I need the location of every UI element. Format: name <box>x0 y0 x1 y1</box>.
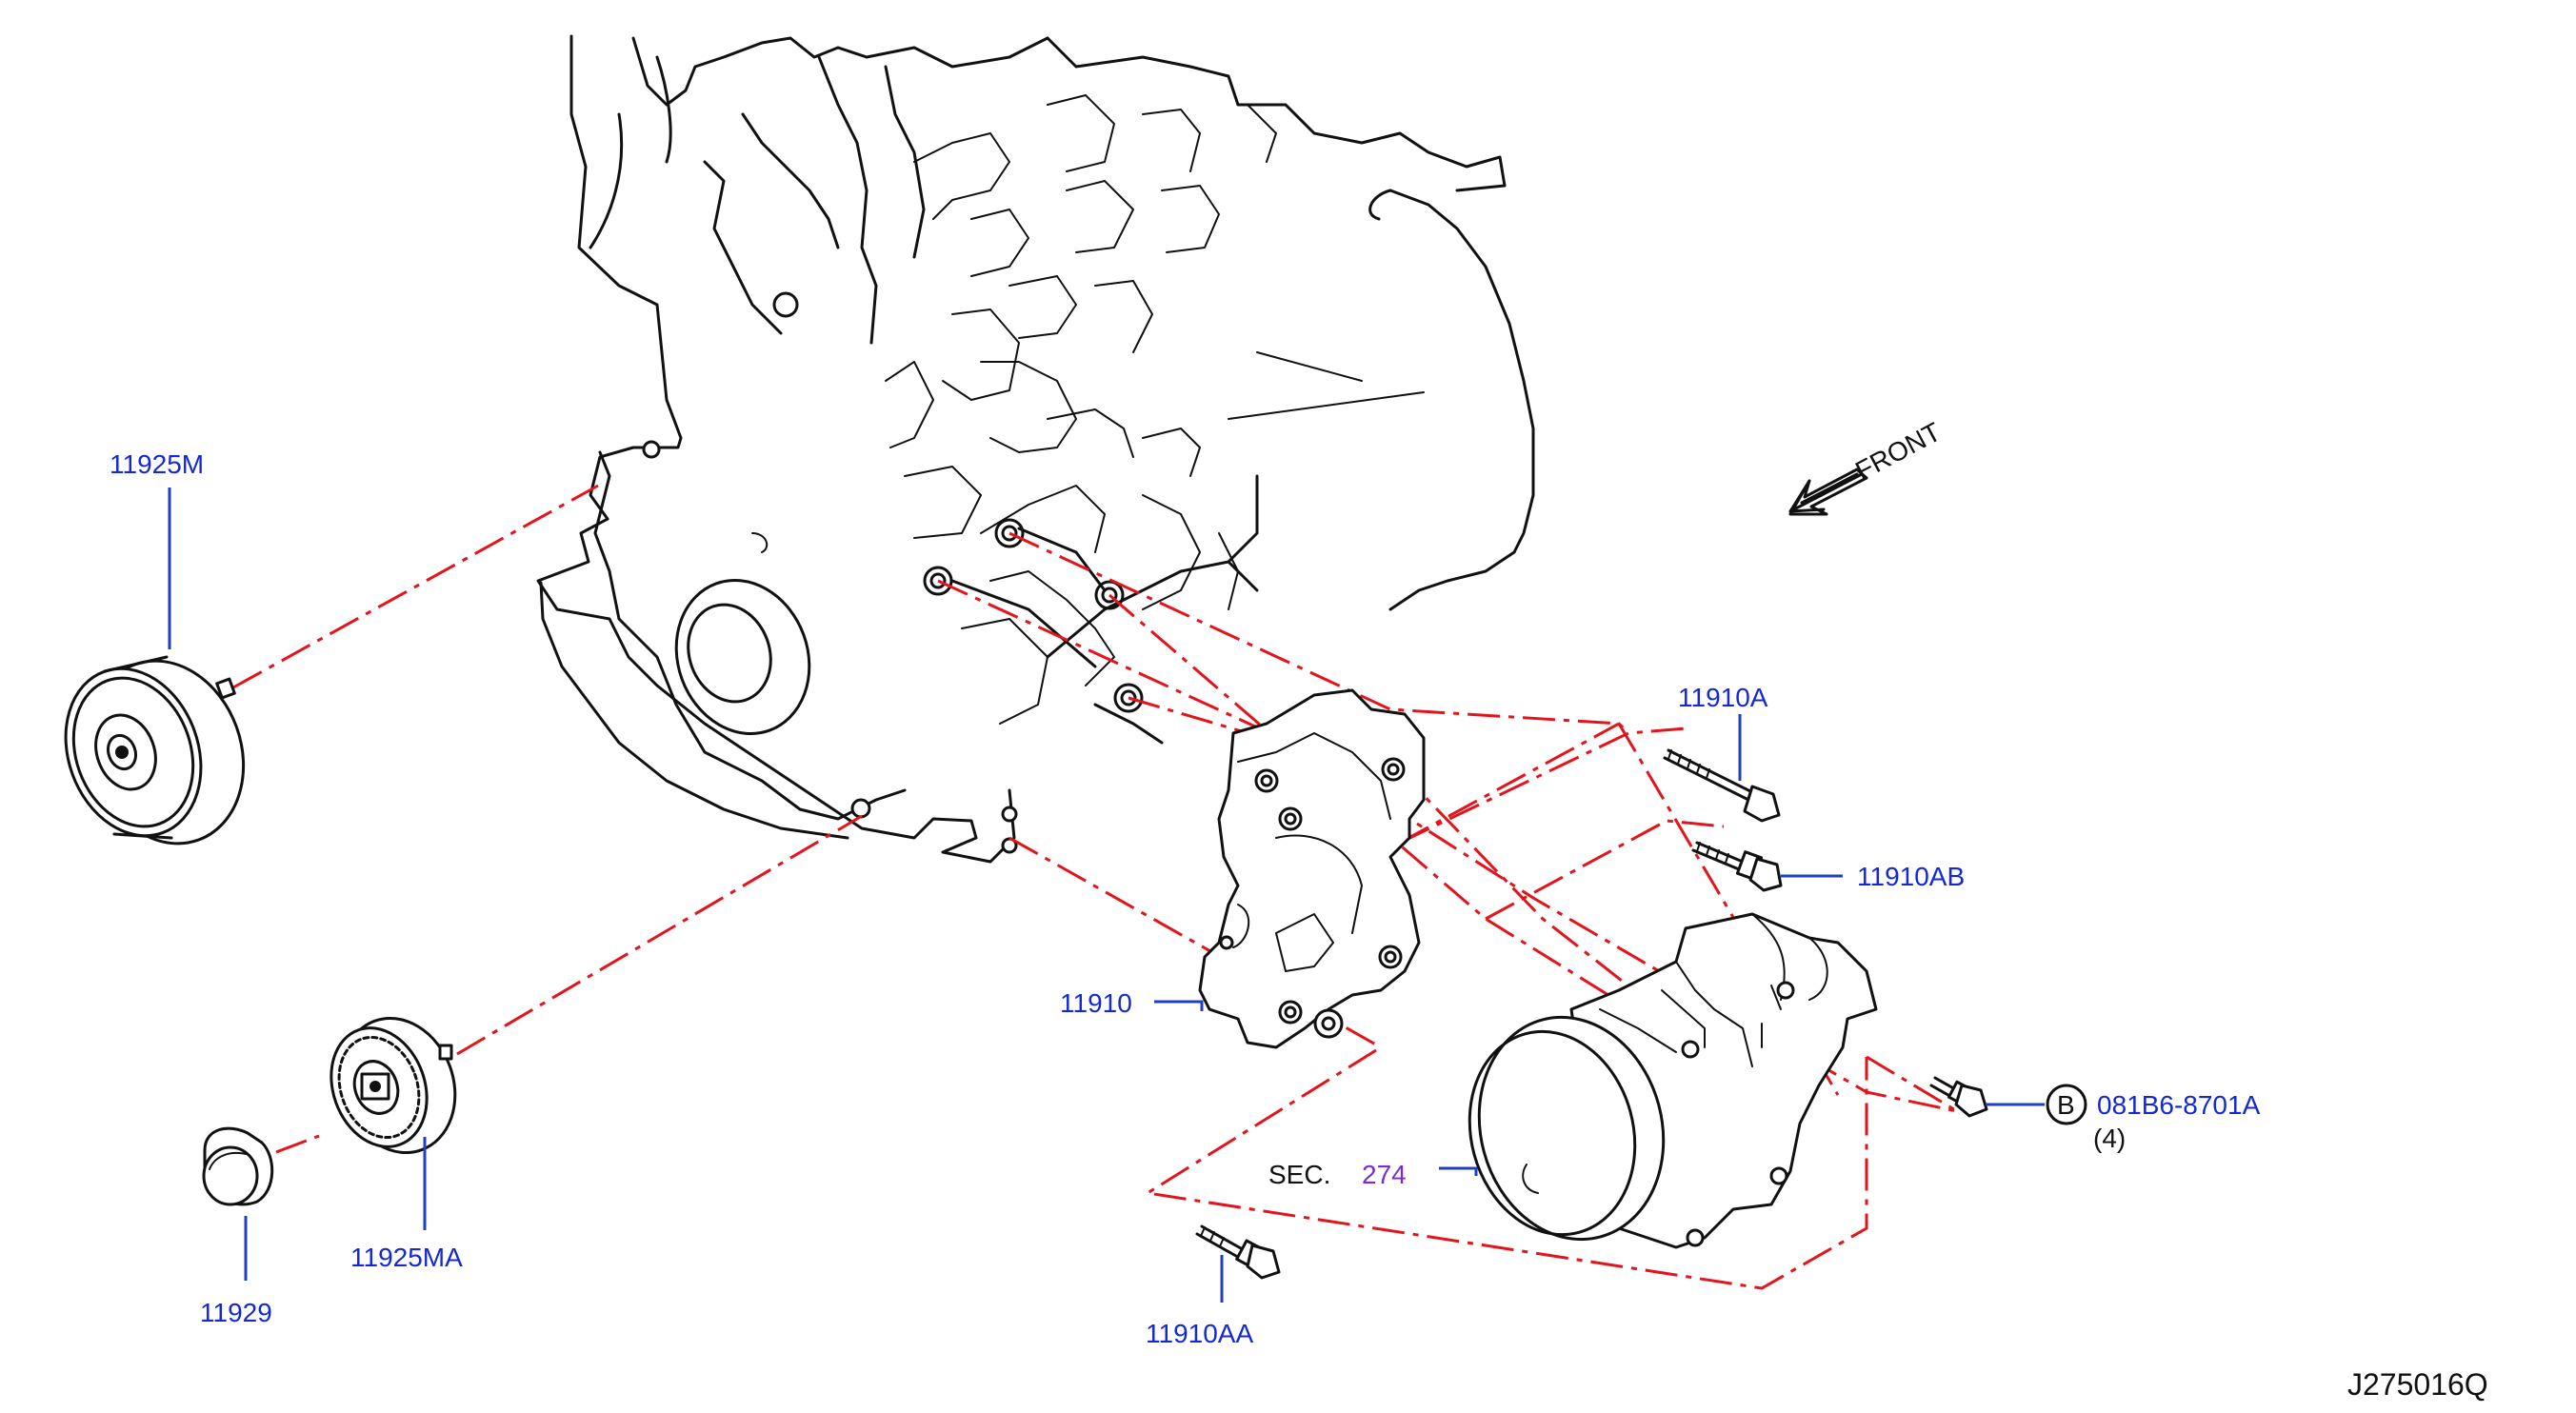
engine-block <box>536 34 1535 864</box>
label-11910[interactable]: 11910 <box>1060 988 1132 1018</box>
label-11910AA[interactable]: 11910AA <box>1146 1319 1253 1348</box>
leader-lines <box>168 488 2045 1303</box>
tensioner-pulley-11925MA[interactable] <box>315 1003 473 1169</box>
label-quantity: (4) <box>2093 1124 2126 1153</box>
bolt-081B6-8701A[interactable] <box>1929 1076 1988 1118</box>
bolt-11910AB[interactable] <box>1691 841 1783 892</box>
label-081B6-8701A[interactable]: 081B6-8701A <box>2097 1090 2261 1120</box>
bolt-11910A[interactable] <box>1663 748 1781 823</box>
idler-pulley-11925M[interactable] <box>43 639 268 866</box>
label-sec-prefix: SEC. <box>1268 1160 1330 1189</box>
label-11910A[interactable]: 11910A <box>1678 683 1768 712</box>
drawing-id: J275016Q <box>2347 1367 2488 1402</box>
label-sec-number[interactable]: 274 <box>1362 1160 1407 1189</box>
label-11929[interactable]: 11929 <box>200 1298 272 1327</box>
phantom-lines <box>232 484 1958 1290</box>
circle-b-marker <box>2046 1084 2087 1125</box>
front-arrow-icon <box>1788 468 1868 516</box>
label-11910AB[interactable]: 11910AB <box>1857 862 1965 891</box>
circle-b-letter: B <box>2057 1090 2075 1120</box>
label-front: FRONT <box>1850 417 1946 487</box>
bolt-11910AA[interactable] <box>1195 1224 1281 1280</box>
bracket-11910[interactable] <box>1198 688 1426 1049</box>
label-11925MA[interactable]: 11925MA <box>350 1243 463 1272</box>
cap-11929[interactable] <box>202 1126 274 1206</box>
label-11925M[interactable]: 11925M <box>110 449 204 479</box>
water-pump-sec-274[interactable] <box>1448 912 1878 1261</box>
